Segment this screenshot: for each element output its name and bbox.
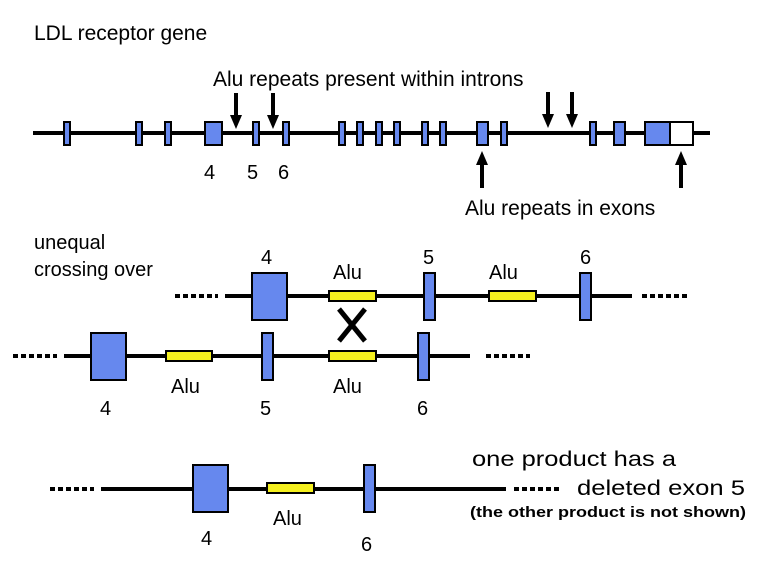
crossover-label-line2: crossing over [34,259,153,281]
top-label-5: 5 [423,247,434,269]
product-label-4: 4 [201,528,212,550]
gene-utr-block [669,121,694,146]
gene-exon [356,121,364,146]
bottom-label-4: 4 [100,398,111,420]
intron-alu-label: Alu repeats present within introns [213,68,524,91]
bottom-exon-4 [90,332,127,381]
gene-exon [613,121,626,146]
top-exon-6 [579,272,592,321]
top-label-alu-2: Alu [489,262,518,284]
bottom-strand: 4 Alu 5 Alu 6 [13,332,530,420]
exon-alu-arrow-icon [675,151,687,165]
gene-exon [338,121,346,146]
intron-alu-arrow-icon [230,115,242,129]
gene-exon [164,121,172,146]
bottom-exon-6 [417,332,430,381]
product-note-line2: deleted exon 5 [577,477,745,500]
gene-exon [644,121,671,146]
gene-exon-label-6: 6 [278,162,289,184]
gene-exon [589,121,597,146]
gene-exon [282,121,290,146]
product-alu [266,482,315,494]
top-alu-1 [328,290,377,302]
product-label-alu: Alu [273,508,302,530]
intron-alu-arrow-icon [566,114,578,128]
gene-exon-label-5: 5 [247,162,258,184]
product-label-6: 6 [361,534,372,556]
bottom-alu-2 [328,350,377,362]
product-note-line1: one product has a [472,448,676,471]
top-label-6: 6 [580,247,591,269]
bottom-label-alu-2: Alu [333,376,362,398]
gene-exon [63,121,71,146]
top-alu-2 [488,290,537,302]
product-exon-4 [192,464,229,513]
product-exon-6 [363,464,376,513]
exon-alu-arrow-icon [476,151,488,165]
gene-exon [135,121,143,146]
intron-alu-arrow-icon [542,114,554,128]
gene-exon [375,121,383,146]
top-exon-4 [251,272,288,321]
gene-exon [476,121,489,146]
top-strand: 4 Alu 5 Alu 6 [175,247,687,321]
gene-exon [421,121,429,146]
crossover-label-line1: unequal [34,232,105,254]
exon-alu-label: Alu repeats in exons [465,197,655,220]
bottom-label-5: 5 [260,398,271,420]
diagram-title: LDL receptor gene [34,22,207,45]
bottom-exon-5 [261,332,274,381]
bottom-label-alu-1: Alu [171,376,200,398]
product-note-line3: (the other product is not shown) [470,504,746,521]
gene-exon [204,121,223,146]
gene-exon [393,121,401,146]
bottom-alu-1 [165,350,213,362]
intron-alu-arrow-icon [267,115,279,129]
bottom-label-6: 6 [417,398,428,420]
top-label-4: 4 [261,247,272,269]
gene-exon-label-4: 4 [204,162,215,184]
top-exon-5 [423,272,436,321]
gene-exon [439,121,447,146]
gene-structure: Alu repeats present within introns 4 5 6… [33,68,710,220]
crossover-x-mark [337,307,367,343]
gene-exon [252,121,260,146]
crossover-section: unequal crossing over 4 Alu 5 Alu 6 [13,232,687,420]
product-section: 4 Alu 6 one product has a deleted exon 5… [50,448,746,556]
gene-exon [500,121,508,146]
top-label-alu-1: Alu [333,262,362,284]
